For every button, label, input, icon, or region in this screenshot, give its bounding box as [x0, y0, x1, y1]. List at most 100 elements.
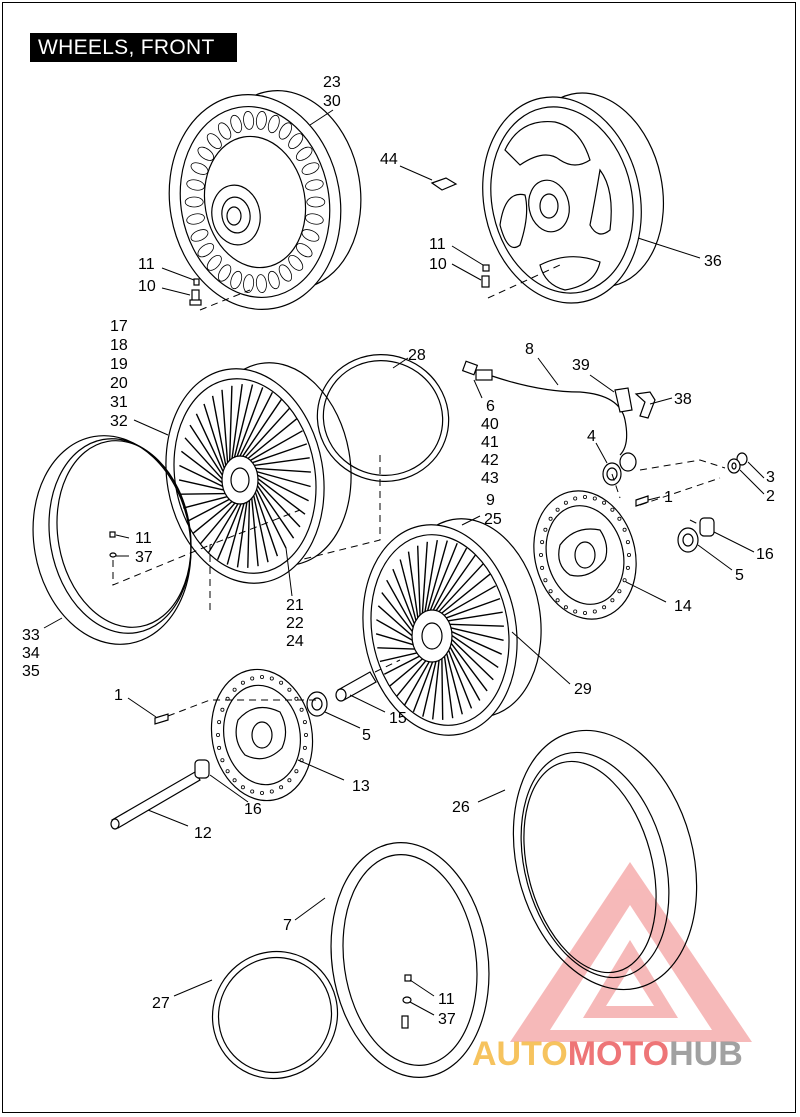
- rotor-hole: [250, 789, 255, 794]
- wheel-slot: [186, 179, 205, 191]
- rotor-hole: [583, 611, 588, 616]
- callout-15: 15: [389, 710, 407, 727]
- callout-33: 33: [22, 627, 40, 644]
- rotor-hole: [602, 500, 607, 505]
- callout-20: 20: [110, 375, 128, 392]
- callout-13: 13: [352, 778, 370, 795]
- callout-25: 25: [484, 511, 502, 528]
- wheel-slot: [230, 270, 243, 290]
- valve-cap-11d: [404, 974, 412, 982]
- callout-7: 7: [283, 917, 292, 934]
- rotor-hole: [215, 733, 220, 738]
- callout-22: 22: [286, 615, 304, 632]
- spoke: [251, 477, 295, 539]
- leader-lines: [43, 109, 765, 1016]
- wheel-slot: [288, 255, 304, 271]
- valve-stem-10a: [189, 289, 202, 306]
- watermark-logo-icon: [510, 862, 752, 1042]
- wheel-slot: [305, 179, 324, 191]
- callout-16: 16: [756, 546, 774, 563]
- bearing-5b: [306, 691, 328, 717]
- rotor-hole: [259, 675, 264, 680]
- spoke: [211, 395, 229, 478]
- spoke: [226, 491, 248, 565]
- spoke: [251, 479, 287, 549]
- brake-rotor-13: [210, 668, 314, 802]
- svg-text:AUTOMOTOHUB: AUTOMOTOHUB: [472, 1035, 743, 1073]
- rotor-hole: [625, 565, 630, 570]
- rotor-hole: [240, 785, 245, 790]
- brake-rotor-14: [533, 490, 637, 620]
- callout-34: 34: [22, 645, 40, 662]
- speed-sensor-6: [461, 360, 628, 456]
- rotor-hole: [225, 769, 230, 774]
- spoke: [229, 384, 243, 472]
- wheel-slot: [255, 274, 267, 293]
- screw-1a: [635, 495, 649, 507]
- valve-cap-11a: [193, 278, 200, 286]
- rotor-hole: [302, 720, 307, 725]
- rotor-hole: [279, 785, 284, 790]
- rotor-hole: [540, 565, 545, 570]
- rotor-hole: [622, 527, 627, 532]
- bracket-39: [614, 387, 633, 413]
- rotor-hole: [555, 507, 560, 512]
- rotor-hole: [610, 507, 615, 512]
- callout-9: 9: [486, 492, 495, 509]
- rim-tape-28: [316, 354, 450, 482]
- callout-37: 37: [135, 549, 153, 566]
- cast-wheel-36: [482, 92, 665, 304]
- spoked-wheel-17: [165, 362, 352, 584]
- callout-1: 1: [664, 489, 673, 506]
- assembly-lines: [112, 264, 726, 717]
- tube-valve: [401, 1015, 409, 1029]
- valve-stem-10b: [481, 275, 490, 288]
- rotor-hole: [625, 540, 630, 545]
- callout-23: 23: [323, 74, 341, 91]
- callout-42: 42: [481, 452, 499, 469]
- clip-38: [634, 391, 656, 419]
- watermark-text: AUTOMOTOHUB: [472, 1035, 743, 1073]
- rotor-hole: [548, 589, 553, 594]
- wheel-slot: [206, 255, 222, 271]
- rotor-hole: [539, 553, 544, 558]
- wheel-slot: [267, 270, 280, 290]
- rotor-hole: [543, 578, 548, 583]
- spoke: [241, 430, 303, 466]
- callout-3: 3: [766, 469, 775, 486]
- rotor-hole: [299, 707, 304, 712]
- callout-16: 16: [244, 801, 262, 818]
- spoke: [250, 486, 259, 567]
- callout-12: 12: [194, 825, 212, 842]
- rotor-hole: [610, 598, 615, 603]
- rotor-hole: [627, 553, 632, 558]
- callout-18: 18: [110, 337, 128, 354]
- rotor-hole: [279, 680, 284, 685]
- watermark-part-hub: HUB: [669, 1035, 743, 1073]
- spoke: [221, 389, 230, 476]
- tire-26: [512, 729, 698, 991]
- balance-weight-44: [430, 177, 458, 191]
- watermark-part-auto: AUTO: [472, 1035, 568, 1073]
- wheel-slot: [190, 162, 209, 175]
- spoke: [249, 470, 309, 502]
- cast-wheel-23: [168, 90, 362, 310]
- rotor-hole: [294, 696, 299, 701]
- spacer-15: [335, 671, 377, 702]
- rotor-hole: [592, 609, 597, 614]
- rotor-hole: [543, 527, 548, 532]
- rotor-hole: [232, 778, 237, 783]
- screw-1b: [154, 713, 169, 725]
- spoked-wheel-9: [362, 518, 542, 736]
- rotor-hole: [217, 720, 222, 725]
- callout-6: 6: [486, 398, 495, 415]
- wheel-slot: [190, 229, 209, 242]
- wheel-slot: [186, 213, 205, 225]
- grommet-37a: [109, 552, 117, 558]
- rotor-hole: [287, 687, 292, 692]
- bearing-5a: [677, 527, 699, 553]
- wheel-slot: [243, 274, 255, 293]
- spoke: [250, 484, 269, 563]
- inner-tube-7: [330, 842, 490, 1078]
